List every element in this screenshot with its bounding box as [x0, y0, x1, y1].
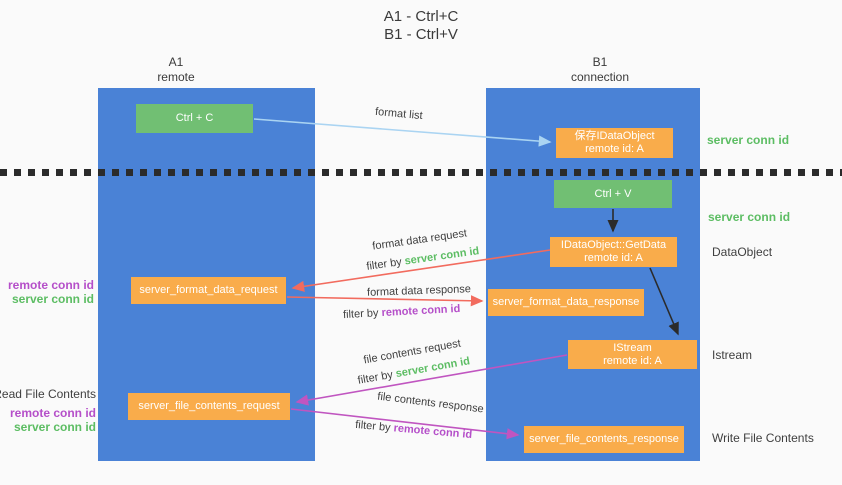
annotation-server-conn-id: server conn id	[11, 292, 94, 306]
annotation-istream: Istream	[712, 348, 753, 362]
annotation-server-conn-id: server conn id	[13, 420, 96, 434]
node-server-file-contents-request-label: server_file_contents_request	[138, 400, 280, 412]
node-server-file-contents-request: server_file_contents_request	[128, 393, 290, 420]
node-ctrl-v-label: Ctrl + V	[594, 187, 632, 200]
phase-divider-dashed-line	[0, 169, 842, 176]
node-server-file-contents-response-label: server_file_contents_response	[529, 433, 679, 445]
node-ctrl-v: Ctrl + V	[554, 180, 672, 208]
node-istream: IStream remote id: A	[568, 340, 697, 369]
label-filter-by-text: filter by	[354, 418, 395, 435]
annotation-write-file-contents: Write File Contents	[712, 431, 814, 445]
label-file-contents-response: file contents response	[376, 390, 485, 416]
label-server-conn-id-text: server conn id	[403, 245, 481, 268]
node-save-idataobject-line2: remote id: A	[585, 143, 644, 155]
column-b1-subtitle: connection	[570, 70, 630, 84]
column-a1-subtitle: remote	[157, 70, 195, 84]
node-server-file-contents-response: server_file_contents_response	[524, 426, 684, 453]
node-save-idataobject-line1: 保存IDataObject	[574, 130, 655, 142]
column-header-b1: B1 connection	[540, 55, 660, 85]
column-a1-id: A1	[168, 55, 184, 69]
label-filter-by-remote-conn-id-1: filter by remote conn id	[343, 303, 461, 321]
annotation-conn-ids-file: remote conn id server conn id	[10, 406, 96, 434]
label-filter-by-text: filter by	[356, 368, 397, 387]
annotation-dataobject: DataObject	[712, 245, 773, 259]
title-line-2: B1 - Ctrl+V	[384, 26, 458, 43]
title-line-1: A1 - Ctrl+C	[383, 8, 459, 25]
annotation-remote-conn-id: remote conn id	[7, 278, 94, 292]
column-b1-id: B1	[592, 55, 608, 69]
annotation-server-conn-id-mid: server conn id	[708, 210, 791, 224]
label-filter-by-text: filter by	[365, 255, 406, 273]
annotation-read-file-contents: Read File Contents	[0, 387, 96, 401]
node-server-format-data-response-label: server_format_data_response	[492, 296, 640, 308]
node-idataobject-getdata-line2: remote id: A	[584, 252, 643, 264]
node-istream-line1: IStream	[613, 341, 652, 354]
annotation-conn-ids-format: remote conn id server conn id	[8, 278, 94, 306]
node-save-idataobject: 保存IDataObject remote id: A	[556, 128, 673, 158]
node-istream-line2: remote id: A	[603, 354, 662, 367]
node-idataobject-getdata-line1: IDataObject::GetData	[560, 239, 667, 251]
label-filter-by-remote-conn-id-2: filter by remote conn id	[355, 419, 473, 441]
node-server-format-data-request-label: server_format_data_request	[139, 284, 278, 296]
node-ctrl-c: Ctrl + C	[136, 104, 253, 133]
node-ctrl-c-label: Ctrl + C	[175, 112, 214, 124]
label-format-data-response: format data response	[366, 283, 472, 299]
diagram-title: A1 - Ctrl+C B1 - Ctrl+V	[0, 8, 842, 44]
label-format-list: format list	[374, 105, 424, 123]
label-remote-conn-id-text: remote conn id	[393, 422, 473, 442]
label-filter-by-text: filter by	[342, 307, 382, 322]
node-idataobject-getdata: IDataObject::GetData remote id: A	[550, 237, 677, 267]
label-remote-conn-id-text: remote conn id	[381, 302, 461, 320]
node-server-format-data-request: server_format_data_request	[131, 277, 286, 304]
node-server-format-data-response: server_format_data_response	[488, 289, 644, 316]
column-header-a1: A1 remote	[116, 55, 236, 85]
annotation-remote-conn-id: remote conn id	[9, 406, 96, 420]
annotation-server-conn-id-top: server conn id	[707, 133, 790, 147]
